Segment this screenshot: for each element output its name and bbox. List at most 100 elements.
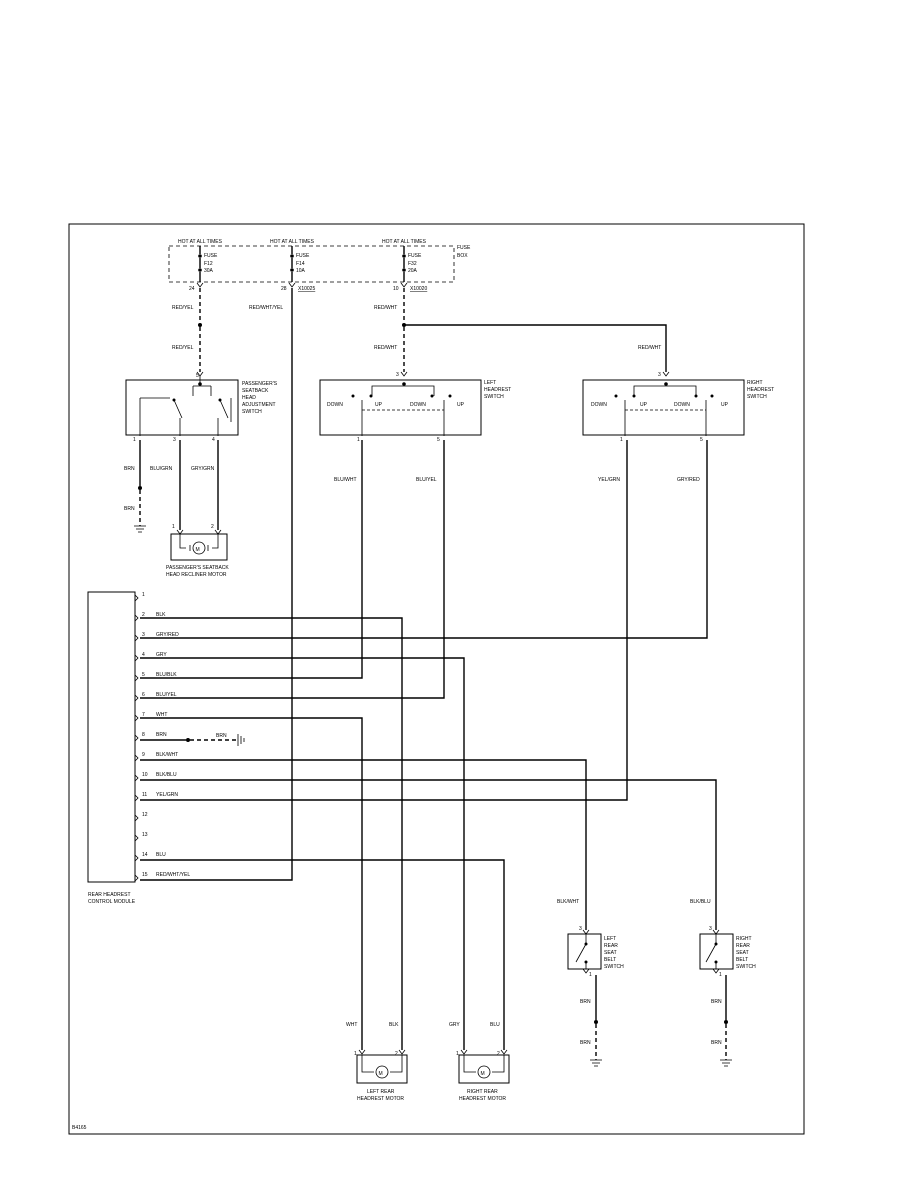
module-pin-color: BRN (156, 732, 167, 738)
module-pin-number: 13 (142, 832, 148, 838)
right-belt-pin-3: 3 (709, 926, 712, 932)
fuse-f12-l3: 30A (204, 268, 214, 274)
left-belt-name-2: REAR (604, 943, 618, 949)
ground-symbol-1 (134, 525, 146, 533)
diagram-frame (68, 223, 805, 1135)
passenger-seatback-switch: 5 1 3 4 PASSENGER'S SEATBACK HEAD ADJUST… (125, 371, 278, 443)
right-belt-name-1: RIGHT (736, 936, 752, 942)
wire-label-blu-grn: BLU/GRN (150, 466, 173, 472)
module-pin-number: 5 (142, 672, 145, 678)
wire-gry (140, 657, 465, 1050)
module-pin-marker (134, 594, 139, 602)
module-pin-number: 3 (142, 632, 145, 638)
module-pin-marker (134, 634, 139, 642)
module-pin-marker (134, 814, 139, 822)
module-pin-color: BLK/WHT (156, 752, 178, 758)
module-pin-number: 1 (142, 592, 145, 598)
module-pin-number: 2 (142, 612, 145, 618)
right-rear-motor-name-1: RIGHT REAR (467, 1089, 498, 1095)
right-rear-motor-pin-2: 2 (497, 1051, 500, 1057)
wire-label-red-wht-3: RED/WHT (638, 345, 661, 351)
pass-motor-pin-1: 1 (172, 524, 175, 530)
left-belt-name-3: SEAT (604, 950, 617, 956)
wire-blk (140, 617, 403, 1050)
wire-label-gry-red: GRY/RED (677, 477, 700, 483)
right-switch-pin-5: 5 (700, 437, 703, 443)
right-rear-seat-belt-switch: 3 1 RIGHT REAR SEAT BELT SWITCH BRN BRN (699, 926, 756, 1067)
fuse-f12-pin: 24 (189, 286, 195, 292)
fuse-f12-l2: F12 (204, 261, 213, 267)
wire-label-blk-blu: BLK/BLU (690, 899, 711, 905)
right-belt-name-5: SWITCH (736, 964, 756, 970)
fuse-f12-l1: FUSE (204, 253, 218, 259)
pass-switch-name-2: SEATBACK (242, 388, 269, 394)
wire-label-brn-rb2: BRN (711, 1040, 722, 1046)
fuse-box-label-2: BOX (457, 253, 468, 259)
module-pin-marker (134, 754, 139, 762)
module-pin-color: BLK/BLU (156, 772, 177, 778)
left-switch-pos-up-1: UP (375, 402, 383, 408)
hot-label-3: HOT AT ALL TIMES (382, 239, 427, 245)
passenger-recliner-motor: 1 2 M PASSENGER'S SEATBACK HEAD RECLINER… (166, 524, 229, 578)
module-pin-number: 14 (142, 852, 148, 858)
left-rear-motor-pin-1: 1 (354, 1051, 357, 1057)
left-belt-pin-1: 1 (589, 972, 592, 978)
ground-symbol-left-belt (590, 1059, 602, 1067)
module-pin-number: 15 (142, 872, 148, 878)
left-belt-name-5: SWITCH (604, 964, 624, 970)
fuse-f32-pin: 10 (393, 286, 399, 292)
wire-label-red-yel-2: RED/YEL (172, 345, 194, 351)
pass-switch-name-1: PASSENGER'S (242, 381, 278, 387)
right-belt-pin-1: 1 (719, 972, 722, 978)
pass-switch-pin-4: 4 (212, 437, 215, 443)
module-pin-number: 10 (142, 772, 148, 778)
passenger-switch-wires: BRN BRN BLU/GRN GRY/GRN (124, 440, 219, 533)
module-pin-color: YEL/GRN (156, 792, 178, 798)
right-belt-name-2: REAR (736, 943, 750, 949)
hot-label-2: HOT AT ALL TIMES (270, 239, 315, 245)
module-pin-marker (134, 674, 139, 682)
right-switch-pin-3: 3 (658, 372, 661, 378)
wire-label-brn-1: BRN (124, 466, 135, 472)
pass-switch-pin-1: 1 (133, 437, 136, 443)
right-switch-name-1: RIGHT (747, 380, 763, 386)
switch-to-module-wires: BLU/WHT BLU/YEL YEL/GRN GRY/RED (140, 440, 708, 801)
fuse-f14-l2: F14 (296, 261, 305, 267)
module-pin-marker (134, 794, 139, 802)
pass-motor-pin-2: 2 (211, 524, 214, 530)
right-rear-headrest-motor: 1 2 M RIGHT REAR HEADREST MOTOR (456, 1049, 510, 1102)
module-pin-color: BLU (156, 852, 166, 858)
fuse-f32-l3: 20A (408, 268, 418, 274)
right-belt-name-4: BELT (736, 957, 748, 963)
left-belt-name-1: LEFT (604, 936, 616, 942)
left-switch-pos-down-1: DOWN (327, 402, 343, 408)
right-switch-pos-down-1: DOWN (591, 402, 607, 408)
module-pin-color: BLU/BLK (156, 672, 177, 678)
module-pin-marker (134, 694, 139, 702)
wire-label-blk: BLK (389, 1022, 399, 1028)
wire-label-brn-2: BRN (124, 506, 135, 512)
right-switch-pos-up-1: UP (640, 402, 648, 408)
fuse-box-label-1: FUSE (457, 245, 471, 251)
module-pin-number: 12 (142, 812, 148, 818)
module-pin-color: BLK (156, 612, 166, 618)
module-pin-number: 11 (142, 792, 147, 798)
left-rear-motor-pin-2: 2 (395, 1051, 398, 1057)
module-pin-number: 8 (142, 732, 145, 738)
left-rear-motor-name-1: LEFT REAR (367, 1089, 395, 1095)
module-pin-marker (134, 834, 139, 842)
module-pin-marker (134, 734, 139, 742)
pass-switch-name-3: HEAD (242, 395, 256, 401)
left-rear-motor-symbol: M (379, 1071, 383, 1077)
pass-motor-name-2: HEAD RECLINER MOTOR (166, 572, 227, 578)
right-headrest-switch: 3 DOWN UP DOWN UP 1 5 RIGHT HEADREST SWI… (582, 371, 774, 443)
module-pin-number: 9 (142, 752, 145, 758)
wire-label-red-wht-2: RED/WHT (374, 345, 397, 351)
right-switch-pin-1: 1 (620, 437, 623, 443)
wire-label-gry-grn: GRY/GRN (191, 466, 215, 472)
left-headrest-switch: 3 DOWN UP DOWN UP 1 5 LEFT HEADREST SWIT… (319, 371, 511, 443)
pass-switch-name-5: SWITCH (242, 409, 262, 415)
wire-label-blu: BLU (490, 1022, 500, 1028)
